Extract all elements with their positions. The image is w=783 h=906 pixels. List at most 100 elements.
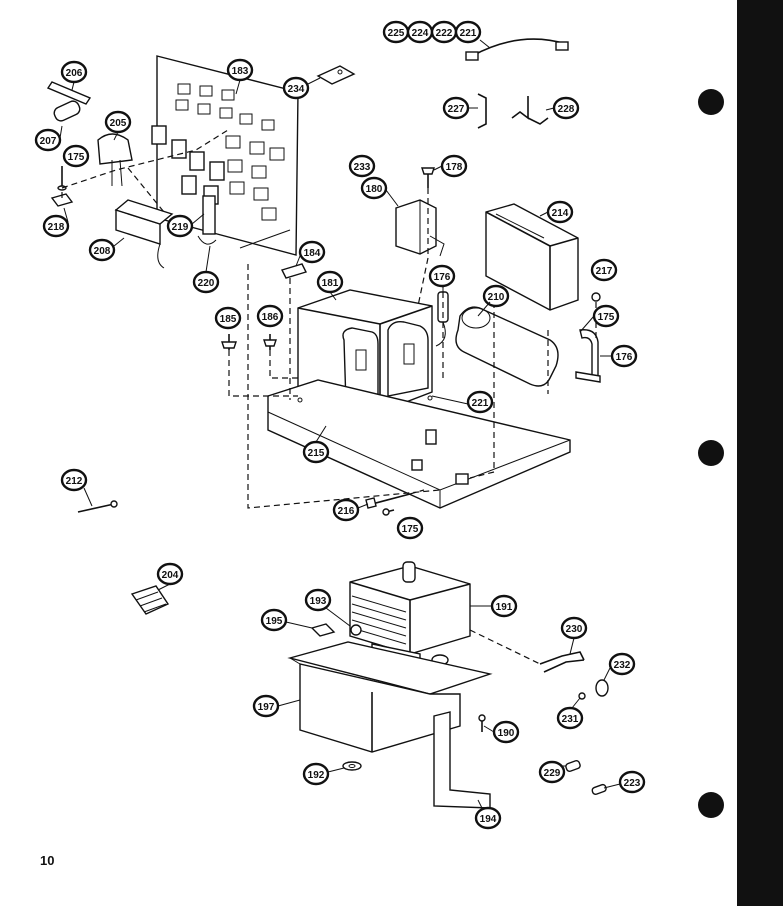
callout-234: 234 [282, 76, 310, 100]
svg-text:206: 206 [66, 68, 83, 79]
callout-230: 230 [560, 616, 588, 640]
svg-text:217: 217 [596, 266, 613, 277]
nut-217 [591, 292, 601, 302]
svg-text:234: 234 [288, 84, 305, 95]
terminal-block [114, 199, 174, 269]
svg-text:227: 227 [448, 104, 465, 115]
svg-text:178: 178 [446, 162, 463, 173]
svg-text:208: 208 [94, 246, 111, 257]
screw-190 [478, 714, 486, 732]
svg-text:205: 205 [110, 118, 127, 129]
callout-186: 186 [256, 304, 284, 328]
fuse-holder [197, 195, 217, 245]
bracket-228 [511, 96, 549, 125]
svg-text:195: 195 [266, 616, 283, 627]
svg-text:185: 185 [220, 314, 237, 325]
callout-207: 207 [34, 128, 62, 152]
circuit-board-assembly [151, 55, 299, 256]
svg-text:216: 216 [338, 506, 355, 517]
svg-text:175: 175 [598, 312, 615, 323]
callout-204: 204 [156, 562, 184, 586]
svg-text:221: 221 [472, 398, 489, 409]
svg-text:184: 184 [304, 248, 321, 259]
callout-215: 215 [302, 440, 330, 464]
relay-switch [395, 167, 445, 257]
svg-text:229: 229 [544, 768, 561, 779]
svg-text:228: 228 [558, 104, 575, 115]
callout-leaders [59, 39, 621, 809]
callout-183: 183 [226, 58, 254, 82]
svg-text:176: 176 [616, 352, 633, 363]
callout-176-mid: 176 [428, 264, 456, 288]
svg-text:194: 194 [480, 814, 497, 825]
small-screw [382, 508, 395, 516]
bracket-234 [316, 65, 356, 85]
callout-231: 231 [556, 706, 584, 730]
mounting-screw-left [50, 166, 74, 207]
svg-text:190: 190 [498, 728, 515, 739]
spring-pin [77, 500, 118, 513]
svg-text:186: 186 [262, 312, 279, 323]
callout-205: 205 [104, 110, 132, 134]
callout-178: 178 [440, 154, 468, 178]
waveguide [287, 641, 493, 753]
callout-216: 216 [332, 498, 360, 522]
svg-text:180: 180 [366, 184, 383, 195]
thermal-cutout [595, 679, 609, 697]
callout-208: 208 [88, 238, 116, 262]
callout-232: 232 [608, 652, 636, 676]
punch-hole-top [698, 89, 724, 115]
callout-210: 210 [482, 284, 510, 308]
svg-text:223: 223 [624, 778, 641, 789]
svg-text:192: 192 [308, 770, 325, 781]
svg-text:215: 215 [308, 448, 325, 459]
svg-text:230: 230 [566, 624, 583, 635]
callout-227: 227 [442, 96, 470, 120]
callout-221-top: 221 [454, 20, 482, 44]
svg-text:232: 232 [614, 660, 631, 671]
callout-190: 190 [492, 720, 520, 744]
svg-text:176: 176 [434, 272, 451, 283]
svg-text:214: 214 [552, 208, 569, 219]
thermal-cutout-bracket [539, 651, 585, 673]
callout-218: 218 [42, 214, 70, 238]
svg-text:183: 183 [232, 66, 249, 77]
callout-194: 194 [474, 806, 502, 830]
svg-text:218: 218 [48, 222, 65, 233]
svg-text:222: 222 [436, 28, 453, 39]
svg-text:221: 221 [460, 28, 477, 39]
bracket-194 [433, 711, 491, 809]
wire-lead [465, 38, 569, 61]
callout-224: 224 [406, 20, 434, 44]
screw-186 [263, 334, 277, 350]
svg-text:181: 181 [322, 278, 339, 289]
svg-text:175: 175 [402, 524, 419, 535]
washer-231 [578, 692, 586, 700]
callout-175-right: 175 [592, 304, 620, 328]
callout-229: 229 [538, 760, 566, 784]
capacitor [97, 133, 133, 187]
callout-184-upper: 184 [298, 240, 326, 264]
svg-text:204: 204 [162, 570, 179, 581]
binding-strip [737, 0, 783, 906]
gasket-192 [342, 761, 362, 771]
callout-197: 197 [252, 694, 280, 718]
svg-text:193: 193 [310, 596, 327, 607]
punch-hole-bottom [698, 792, 724, 818]
screw-185 [221, 334, 237, 350]
svg-text:231: 231 [562, 714, 579, 725]
callout-180-top: 180 [360, 176, 388, 200]
page-number: 10 [40, 853, 55, 868]
callout-192: 192 [302, 762, 330, 786]
punch-hole-middle [698, 440, 724, 466]
plug-223 [591, 783, 607, 796]
bracket-227 [477, 93, 487, 129]
callout-176-right: 176 [610, 344, 638, 368]
callout-222: 222 [430, 20, 458, 44]
base-plate [267, 379, 571, 509]
high-voltage-transformer [297, 289, 433, 413]
callout-175-bottom: 175 [396, 516, 424, 540]
svg-text:219: 219 [172, 222, 189, 233]
svg-text:212: 212 [66, 476, 83, 487]
spacer-195 [310, 623, 336, 637]
